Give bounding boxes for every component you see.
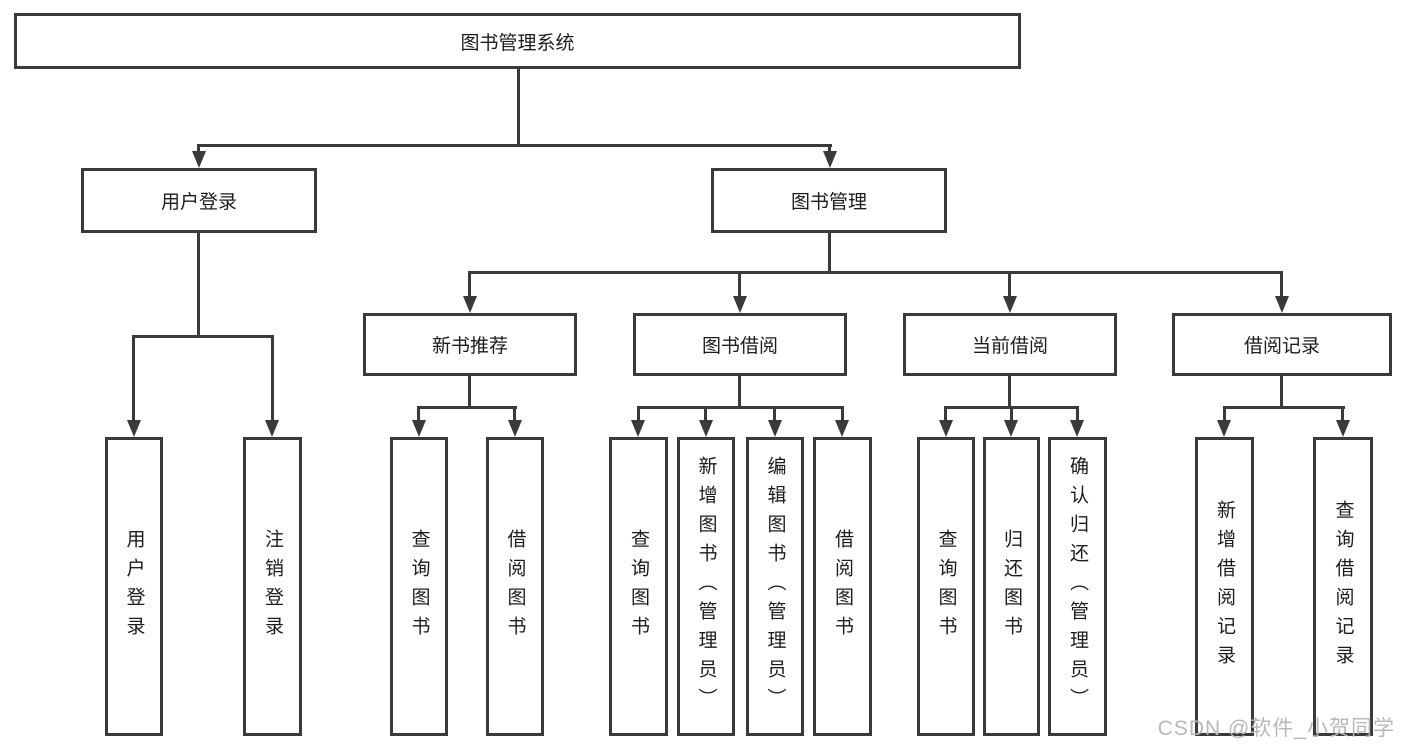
node-label: 新书推荐 (431, 336, 508, 357)
connector-line (637, 406, 640, 423)
connector-line (132, 335, 135, 423)
arrowhead-down-icon (508, 420, 522, 437)
connector-line (738, 376, 741, 409)
leaf-newbook-query-book: 查询图书 (390, 437, 448, 736)
arrowhead-down-icon (835, 420, 849, 437)
arrowhead-down-icon (1003, 296, 1017, 313)
connector-line (944, 406, 947, 423)
arrowhead-down-icon (265, 420, 279, 437)
connector-line (271, 335, 274, 423)
leaf-current-return-book: 归还图书 (983, 437, 1040, 736)
leaf-borrow-query-book: 查询图书 (609, 437, 668, 736)
node-label: 图书借阅 (701, 336, 778, 357)
connector-line (1280, 376, 1283, 409)
csdn-watermark: CSDN @软件_小贺同学 (1157, 717, 1395, 740)
arrowhead-down-icon (939, 420, 953, 437)
node-label: 新增借阅记录 (1214, 499, 1235, 674)
leaf-current-confirm-return-admin: 确认归还（管理员） (1048, 437, 1107, 736)
connector-line (417, 406, 517, 409)
leaf-logout: 注销登录 (243, 437, 302, 736)
connector-line (1008, 376, 1011, 409)
connector-line (517, 69, 520, 147)
node-label: 用户登录 (160, 192, 237, 213)
connector-line (828, 144, 831, 154)
node-label: 图书管理系统 (460, 32, 575, 54)
node-new-book-recommend: 新书推荐 (363, 313, 577, 376)
connector-line (841, 406, 844, 423)
connector-line (1008, 271, 1011, 299)
node-label: 图书管理 (790, 192, 867, 213)
connector-line (132, 335, 274, 338)
arrowhead-down-icon (127, 420, 141, 437)
leaf-current-query-book: 查询图书 (917, 437, 975, 736)
connector-line (738, 271, 741, 299)
arrowhead-down-icon (1004, 420, 1018, 437)
node-label: 借阅图书 (504, 528, 526, 645)
arrowhead-down-icon (823, 151, 837, 168)
connector-line (417, 406, 420, 423)
connector-line (1076, 406, 1079, 423)
arrowhead-down-icon (733, 296, 747, 313)
arrowhead-down-icon (768, 420, 782, 437)
leaf-record-add-borrow-record: 新增借阅记录 (1195, 437, 1254, 736)
arrowhead-down-icon (699, 420, 713, 437)
arrowhead-down-icon (1336, 420, 1350, 437)
node-label: 用户登录 (123, 528, 145, 645)
connector-line (704, 406, 707, 423)
connector-line (197, 144, 200, 154)
node-label: 注销登录 (262, 528, 283, 645)
leaf-newbook-borrow-book: 借阅图书 (486, 437, 544, 736)
arrowhead-down-icon (631, 420, 645, 437)
leaf-borrow-edit-book-admin: 编辑图书（管理员） (746, 437, 804, 736)
node-user-login: 用户登录 (81, 168, 317, 233)
node-label: 查询图书 (935, 528, 957, 645)
arrowhead-down-icon (1070, 420, 1084, 437)
arrowhead-down-icon (192, 151, 206, 168)
arrowhead-down-icon (412, 420, 426, 437)
node-label: 归还图书 (1001, 528, 1022, 645)
node-label: 查询借阅记录 (1332, 499, 1354, 674)
leaf-record-query-borrow-record: 查询借阅记录 (1313, 437, 1373, 736)
node-label: 查询图书 (628, 528, 649, 645)
node-label: 借阅记录 (1243, 336, 1320, 357)
connector-line (198, 144, 832, 147)
node-book-borrow: 图书借阅 (633, 313, 847, 376)
arrowhead-down-icon (1275, 296, 1289, 313)
connector-line (1223, 406, 1226, 423)
connector-line (637, 406, 844, 409)
arrowhead-down-icon (1217, 420, 1231, 437)
connector-line (468, 376, 471, 409)
node-current-borrow: 当前借阅 (903, 313, 1117, 376)
connector-line (773, 406, 776, 423)
leaf-user-login: 用户登录 (105, 437, 163, 736)
connector-line (1010, 406, 1013, 423)
node-label: 编辑图书（管理员） (764, 456, 786, 717)
connector-line (828, 233, 831, 274)
node-book-management: 图书管理 (711, 168, 947, 233)
node-label: 借阅图书 (832, 528, 853, 645)
node-label: 确认归还（管理员） (1067, 456, 1088, 717)
node-label: 新增图书（管理员） (695, 456, 717, 717)
connector-line (468, 271, 1283, 274)
connector-line (1341, 406, 1344, 423)
connector-line (468, 271, 471, 299)
leaf-borrow-borrow-book: 借阅图书 (813, 437, 872, 736)
leaf-borrow-add-book-admin: 新增图书（管理员） (677, 437, 735, 736)
node-label: 当前借阅 (971, 336, 1048, 357)
connector-line (197, 233, 200, 337)
node-label: 查询图书 (408, 528, 430, 645)
node-borrow-record: 借阅记录 (1172, 313, 1392, 376)
connector-line (1223, 406, 1345, 409)
connector-line (513, 406, 516, 423)
arrowhead-down-icon (463, 296, 477, 313)
node-library-system: 图书管理系统 (14, 13, 1021, 69)
connector-line (1280, 271, 1283, 299)
